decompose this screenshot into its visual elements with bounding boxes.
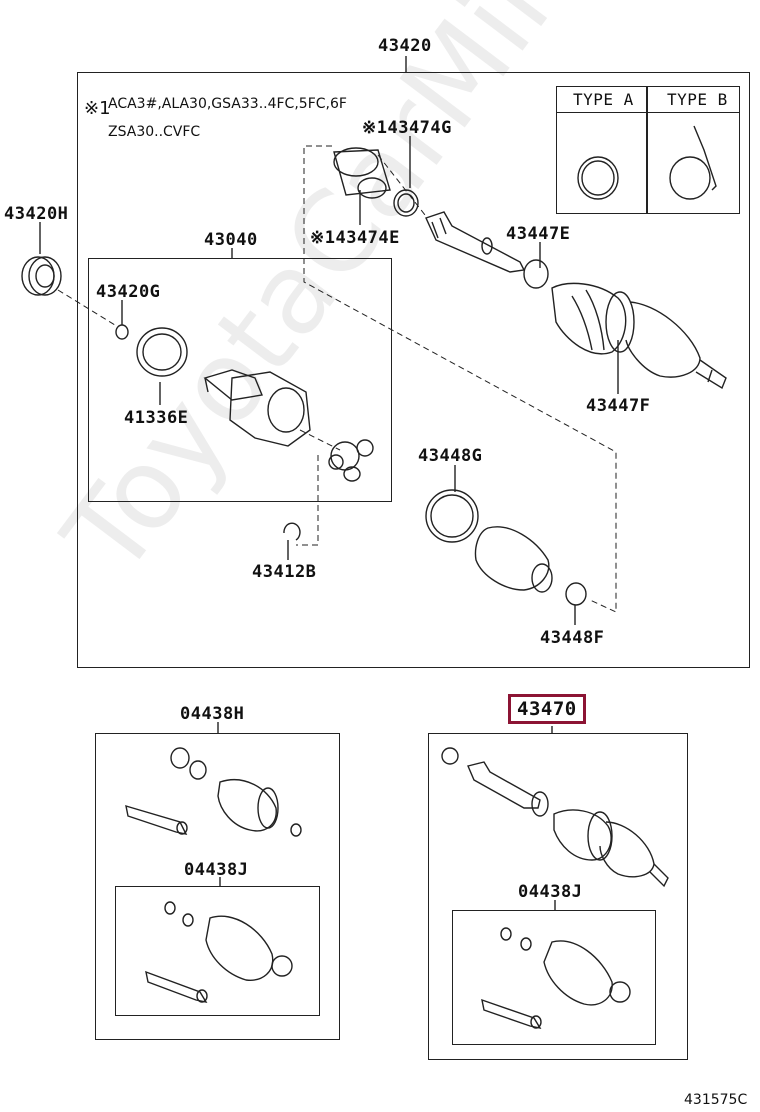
label-04438h: 04438H xyxy=(180,704,245,724)
label-04438j-right: 04438J xyxy=(518,882,583,902)
type-b-label: TYPE B xyxy=(667,90,728,109)
label-43420g: 43420G xyxy=(96,282,161,302)
label-43040: 43040 xyxy=(204,230,258,250)
note-prefix: ※1 xyxy=(84,98,111,119)
main-assembly-frame xyxy=(77,72,750,668)
type-table-header xyxy=(556,86,740,113)
boot-kit-j-left-frame xyxy=(115,886,320,1016)
label-43448g: 43448G xyxy=(418,446,483,466)
label-43447e: 43447E xyxy=(506,224,571,244)
label-43470[interactable]: 43470 xyxy=(508,694,586,724)
label-43447f: 43447F xyxy=(586,396,651,416)
label-43448f: 43448F xyxy=(540,628,605,648)
label-43474g: ※143474G xyxy=(362,118,452,138)
note-line-2: ZSA30..CVFC xyxy=(108,124,201,140)
label-43474e: ※143474E xyxy=(310,228,400,248)
type-table-divider xyxy=(646,86,648,214)
shaft-43470-frame xyxy=(428,733,688,1060)
type-a-label: TYPE A xyxy=(573,90,634,109)
label-43420: 43420 xyxy=(378,36,432,56)
label-43412b: 43412B xyxy=(252,562,317,582)
inner-joint-frame xyxy=(88,258,392,502)
label-04438j-left: 04438J xyxy=(184,860,249,880)
label-43470-text: 43470 xyxy=(517,698,577,720)
label-43420h: 43420H xyxy=(4,204,69,224)
boot-kit-j-right-frame xyxy=(452,910,656,1045)
note-line-1: ACA3#,ALA30,GSA33..4FC,5FC,6F xyxy=(108,96,347,112)
label-41336e: 41336E xyxy=(124,408,189,428)
boot-kit-h-frame xyxy=(95,733,340,1040)
diagram-code: 431575C xyxy=(684,1092,748,1108)
